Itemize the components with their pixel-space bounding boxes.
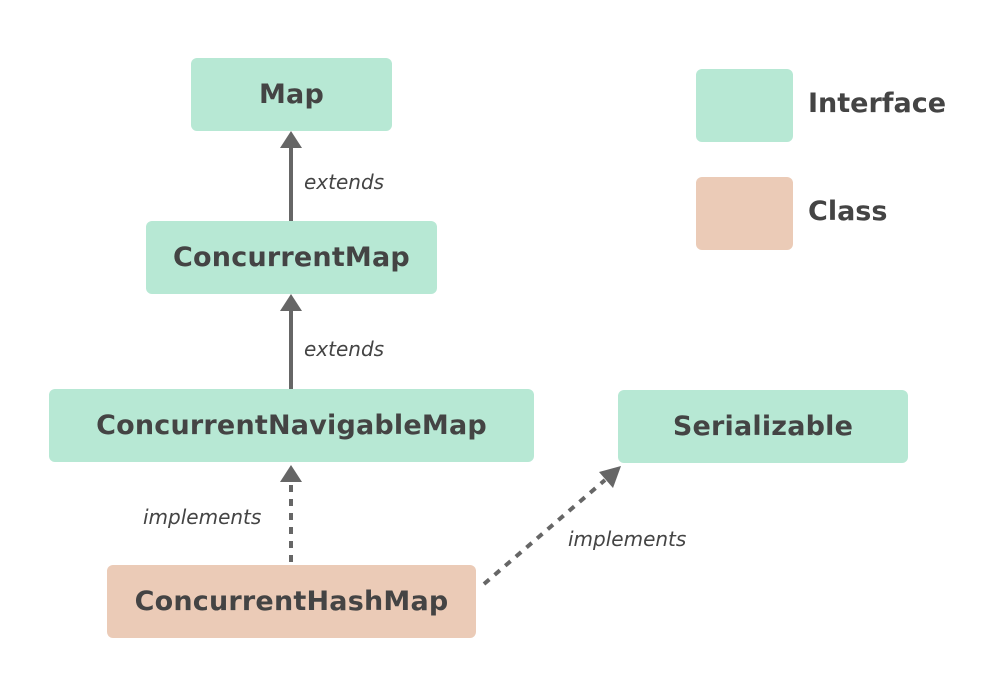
edge-implements-hashmap-navigablemap: [280, 465, 302, 562]
node-concurrent-map-label: ConcurrentMap: [173, 242, 410, 273]
node-map: Map: [191, 58, 392, 131]
legend-class-swatch: [696, 177, 793, 250]
node-concurrent-map: ConcurrentMap: [146, 221, 437, 294]
edge-extends-concurrentmap-map: [280, 131, 302, 221]
edge-label-extends-1: extends: [304, 170, 385, 194]
legend-interface-swatch: [696, 69, 793, 142]
edge-label-implements-2: implements: [568, 527, 687, 551]
node-serializable-label: Serializable: [672, 411, 854, 442]
node-concurrent-hash-map: ConcurrentHashMap: [107, 565, 476, 638]
legend-interface-label: Interface: [808, 88, 947, 119]
edge-label-extends-2: extends: [304, 337, 385, 361]
node-concurrent-hash-map-label: ConcurrentHashMap: [134, 586, 449, 617]
edge-label-implements-1: implements: [143, 505, 262, 529]
node-map-label: Map: [258, 79, 324, 110]
legend-class-label: Class: [808, 196, 888, 227]
node-concurrent-navigable-map: ConcurrentNavigableMap: [49, 389, 534, 462]
edge-extends-navigablemap-concurrentmap: [280, 294, 302, 389]
node-serializable: Serializable: [618, 390, 908, 463]
node-concurrent-navigable-map-label: ConcurrentNavigableMap: [96, 410, 487, 441]
edge-implements-hashmap-serializable: [482, 466, 621, 586]
